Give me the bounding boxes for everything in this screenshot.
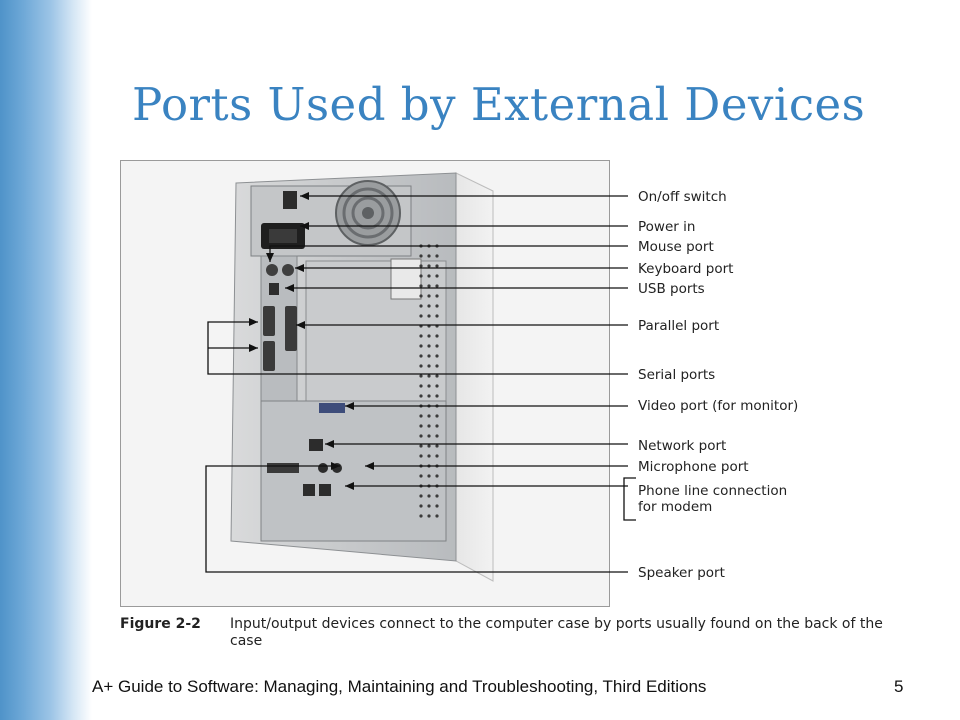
slide-page-number: 5 — [894, 677, 904, 696]
callout-serial-ports: Serial ports — [638, 367, 716, 383]
computer-case-back-figure — [120, 160, 610, 607]
slide-title: Ports Used by External Devices — [132, 78, 866, 131]
slide-footer: A+ Guide to Software: Managing, Maintain… — [92, 677, 707, 696]
callout-phone-line-connection: Phone line connection — [638, 483, 788, 499]
callout-keyboard-port: Keyboard port — [638, 261, 734, 277]
callout-speaker-port: Speaker port — [638, 565, 725, 581]
usb-ports — [269, 283, 279, 295]
slide-side-gradient-bar — [0, 0, 92, 720]
case-label-sticker — [390, 258, 422, 300]
callout-microphone-port: Microphone port — [638, 459, 749, 475]
callout-video-port: Video port (for monitor) — [638, 398, 799, 414]
network-port — [309, 439, 323, 451]
figure-caption-text: Input/output devices connect to the comp… — [230, 616, 883, 649]
callout-for-modem: for modem — [638, 499, 713, 515]
expansion-slot-area — [305, 260, 447, 402]
callout-network-port: Network port — [638, 438, 727, 454]
on-off-switch — [283, 191, 297, 209]
callout-parallel-port: Parallel port — [638, 318, 720, 334]
callout-power-in: Power in — [638, 219, 696, 235]
callout-on-off-switch: On/off switch — [638, 189, 727, 205]
callout-mouse-port: Mouse port — [638, 239, 714, 255]
parallel-port — [285, 306, 297, 351]
callout-usb-ports: USB ports — [638, 281, 705, 297]
serial-port-1 — [263, 306, 275, 336]
phone-line-port — [303, 484, 315, 496]
microphone-port — [318, 463, 328, 473]
case-side-panel — [455, 172, 494, 582]
figure-number: Figure 2-2 — [120, 616, 201, 632]
serial-port-2 — [263, 341, 275, 371]
video-port — [319, 403, 345, 413]
keyboard-port — [282, 264, 294, 276]
computer-case-illustration — [230, 172, 494, 582]
mouse-port — [266, 264, 278, 276]
